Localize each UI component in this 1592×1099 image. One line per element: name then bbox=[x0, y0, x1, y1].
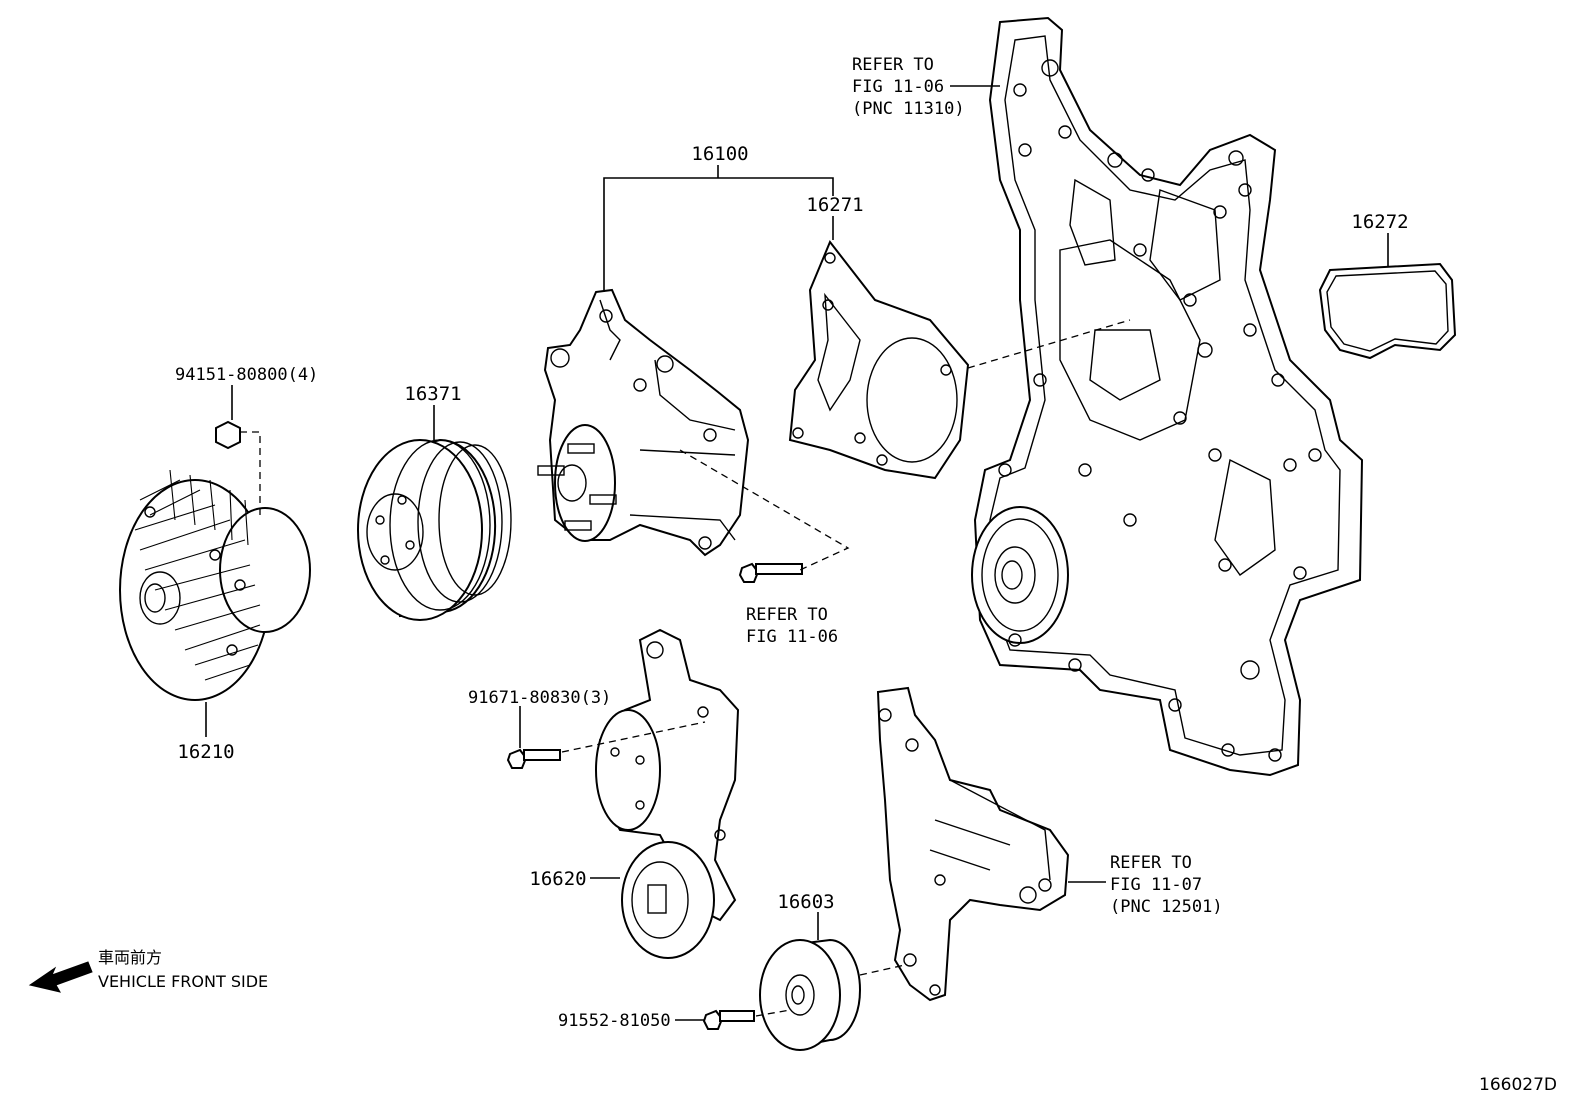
label-16603: 16603 bbox=[777, 891, 834, 913]
direction-japanese: 車両前方 bbox=[98, 948, 162, 967]
refer-note-2-line2: FIG 11-06 bbox=[746, 627, 838, 647]
label-91671: 91671-80830(3) bbox=[468, 688, 611, 708]
fan-clutch-16210-drawing bbox=[119, 469, 311, 701]
label-94151: 94151-80800(4) bbox=[175, 365, 318, 385]
refer-note-2-line1: REFER TO bbox=[746, 605, 828, 625]
bolt-91671-drawing bbox=[506, 748, 561, 769]
label-16371: 16371 bbox=[404, 383, 461, 405]
gasket-16272-drawing bbox=[1318, 262, 1457, 360]
label-16272: 16272 bbox=[1351, 211, 1408, 233]
bolt-water-pump-drawing bbox=[738, 562, 803, 583]
direction-english: VEHICLE FRONT SIDE bbox=[98, 972, 268, 991]
refer-note-1-line2: FIG 11-06 bbox=[852, 77, 944, 97]
refer-note-3-line3: (PNC 12501) bbox=[1110, 897, 1223, 917]
refer-note-2: REFER TO FIG 11-06 bbox=[746, 605, 838, 647]
front-arrow-icon bbox=[28, 961, 93, 993]
nut-94151-drawing bbox=[215, 420, 241, 450]
tensioner-16620-drawing bbox=[595, 628, 740, 959]
label-16620: 16620 bbox=[529, 868, 586, 890]
refer-note-1-line1: REFER TO bbox=[852, 55, 934, 75]
refer-note-3-line1: REFER TO bbox=[1110, 853, 1192, 873]
idler-16603-drawing bbox=[759, 938, 861, 1051]
pulley-16371-drawing bbox=[357, 438, 512, 621]
vehicle-front-indicator: 車両前方 VEHICLE FRONT SIDE bbox=[28, 948, 268, 993]
gasket-16271-drawing bbox=[788, 240, 970, 480]
water-pump-16100-drawing bbox=[537, 288, 750, 557]
refer-note-1: REFER TO FIG 11-06 (PNC 11310) bbox=[852, 55, 965, 119]
label-16210: 16210 bbox=[177, 741, 234, 763]
timing-cover-drawing bbox=[971, 16, 1364, 777]
figure-code: 166027D bbox=[1479, 1075, 1557, 1095]
refer-note-3-line2: FIG 11-07 bbox=[1110, 875, 1202, 895]
refer-note-1-line3: (PNC 11310) bbox=[852, 99, 965, 119]
bracket-drawing bbox=[876, 686, 1070, 1002]
label-16271: 16271 bbox=[806, 194, 863, 216]
label-16100: 16100 bbox=[691, 143, 748, 165]
label-91552: 91552-81050 bbox=[558, 1011, 671, 1031]
bolt-91552-drawing bbox=[702, 1009, 755, 1030]
refer-note-3: REFER TO FIG 11-07 (PNC 12501) bbox=[1110, 853, 1223, 917]
leader-lines bbox=[205, 85, 1389, 1021]
